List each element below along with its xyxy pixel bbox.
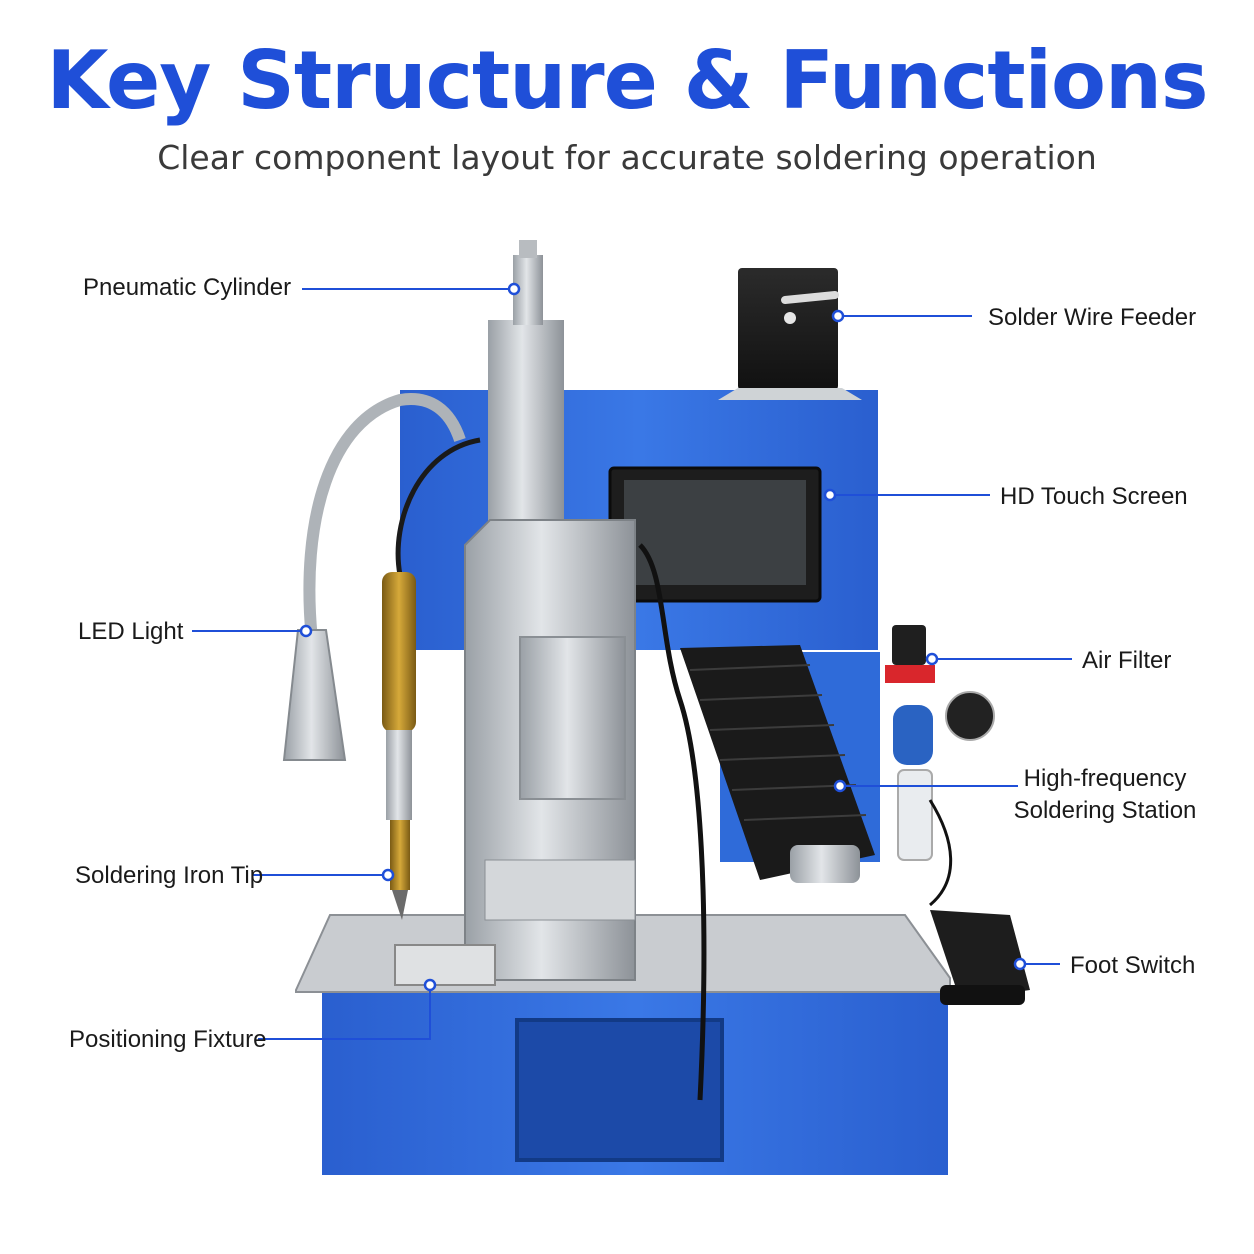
callout-air-filter: Air Filter: [1082, 647, 1172, 674]
page-title: Key Structure & Functions: [46, 34, 1208, 127]
callout-hf-soldering-station: High-frequency Soldering Station: [1010, 763, 1200, 828]
foot-switch: [930, 910, 1030, 1000]
callout-led-light: LED Light: [78, 618, 184, 645]
hf-station: [680, 645, 875, 880]
positioning-fixture: [394, 944, 496, 986]
page-subtitle: Clear component layout for accurate sold…: [157, 138, 1097, 177]
callout-dots: [299, 282, 1027, 992]
callout-foot-switch: Foot Switch: [1070, 952, 1196, 979]
wire-feeder-box: [738, 268, 838, 390]
callout-soldering-iron-tip: Soldering Iron Tip: [75, 862, 264, 889]
callout-pneumatic-cylinder: Pneumatic Cylinder: [83, 274, 292, 301]
air-filter-body: [892, 625, 926, 665]
soldering-iron-handle: [382, 572, 416, 732]
callout-lines: [192, 288, 1072, 1040]
callout-hd-touch-screen: HD Touch Screen: [1000, 483, 1188, 510]
callout-hf-line1: High-frequency: [1023, 765, 1187, 792]
led-gooseneck: [303, 393, 466, 641]
cabinet-opening: [515, 1018, 724, 1162]
callout-solder-wire-feeder: Solder Wire Feeder: [988, 304, 1197, 331]
callout-hf-line2: Soldering Station: [1013, 797, 1197, 825]
slide-cylinder: [519, 636, 626, 800]
cylinder-column: [488, 320, 564, 530]
led-lamp-head: [282, 629, 347, 761]
callout-positioning-fixture: Positioning Fixture: [69, 1026, 267, 1053]
